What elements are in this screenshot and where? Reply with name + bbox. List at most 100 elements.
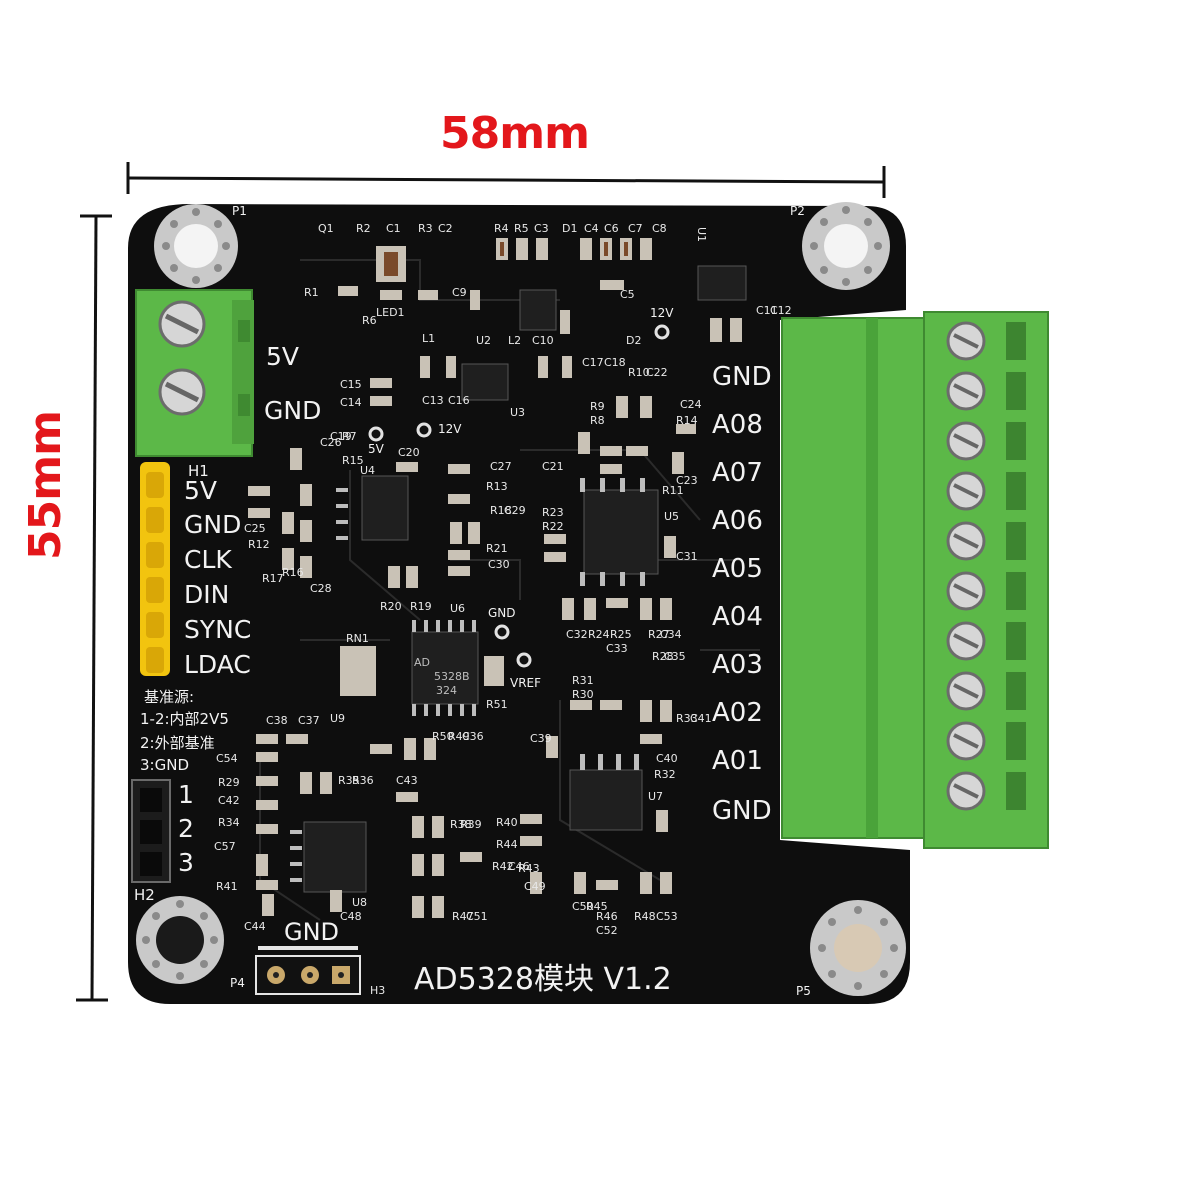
part-ref-c33: C33 xyxy=(606,642,628,655)
part-ref-c18: C18 xyxy=(604,356,626,369)
part-ref-q1: Q1 xyxy=(318,222,334,235)
h1-pin-ldac: LDAC xyxy=(184,650,251,679)
part-ref-c9: C9 xyxy=(452,286,467,299)
part-ref-r10: R10 xyxy=(628,366,650,379)
output-label-a02: A02 xyxy=(712,698,763,728)
part-ref-c53: C53 xyxy=(656,910,678,923)
chip-label-rn1: RN1 xyxy=(346,632,369,645)
part-ref-c35: C35 xyxy=(664,650,686,663)
part-ref-c3: C3 xyxy=(534,222,549,235)
mounting-hole-p2 xyxy=(802,202,890,290)
part-ref-c6: C6 xyxy=(604,222,619,235)
part-ref-r46: R46 xyxy=(596,910,618,923)
part-ref-r38: R38 xyxy=(450,818,472,831)
pcb-board xyxy=(128,204,910,1004)
part-ref-r24: R24 xyxy=(588,628,610,641)
part-ref-r13: R13 xyxy=(486,480,508,493)
part-ref-r47: R47 xyxy=(452,910,474,923)
part-ref-c12: C12 xyxy=(770,304,792,317)
part-ref-c19: C19 xyxy=(330,430,352,443)
part-ref-r41: R41 xyxy=(216,880,238,893)
part-ref-r7: R7 xyxy=(342,430,357,443)
h1-pin-sync: SYNC xyxy=(184,615,252,644)
power-label-gnd: GND xyxy=(264,396,322,425)
part-ref-c31: C31 xyxy=(676,550,698,563)
part-ref-r35: R35 xyxy=(338,774,360,787)
header-h1-name: H1 xyxy=(188,462,209,480)
part-ref-r17: R17 xyxy=(262,572,284,585)
width-dimension-line xyxy=(126,162,886,198)
part-ref-c7: C7 xyxy=(628,222,643,235)
part-ref-c4: C4 xyxy=(584,222,599,235)
part-ref-r19: R19 xyxy=(410,600,432,613)
part-ref-c51: C51 xyxy=(466,910,488,923)
chip-label-u6: U6 xyxy=(450,602,466,615)
part-ref-c40: C40 xyxy=(656,752,678,765)
h2-pin-3: 3 xyxy=(178,848,194,877)
mounting-hole-p5 xyxy=(810,900,906,996)
part-ref-c27: C27 xyxy=(490,460,512,473)
h2-pin-1: 1 xyxy=(178,780,194,809)
part-ref-c10: C10 xyxy=(532,334,554,347)
part-ref-r12: R12 xyxy=(248,538,270,551)
part-ref-c25: C25 xyxy=(244,522,266,535)
pad-p5-label: P5 xyxy=(796,984,811,998)
chip-label-u1: U1 xyxy=(695,226,709,243)
part-ref-r45: R45 xyxy=(586,900,608,913)
part-ref-c36: C36 xyxy=(462,730,484,743)
width-dimension-label: 58mm xyxy=(440,108,590,159)
part-ref-led1: LED1 xyxy=(376,306,405,319)
output-label-a06: A06 xyxy=(712,506,763,536)
part-ref-r27: R27 xyxy=(648,628,670,641)
chip-label-u3: U3 xyxy=(510,406,526,419)
part-ref-c13: C13 xyxy=(422,394,444,407)
pin-header-h2 xyxy=(131,779,171,883)
reference-option-3: 3:GND xyxy=(140,756,189,774)
part-ref-c50: C50 xyxy=(572,900,594,913)
part-ref-c37: C37 xyxy=(298,714,320,727)
part-ref-c16: C16 xyxy=(448,394,470,407)
part-ref-r16: R16 xyxy=(282,566,304,579)
part-ref-c48: C48 xyxy=(340,910,362,923)
chip-label-h3: H3 xyxy=(370,984,386,997)
part-ref-c42: C42 xyxy=(218,794,240,807)
part-ref-c26: C26 xyxy=(320,436,342,449)
part-ref-c52: C52 xyxy=(596,924,618,937)
h2-pin-2: 2 xyxy=(178,814,194,843)
power-label-5v: 5V xyxy=(266,342,300,371)
header-h2-name: H2 xyxy=(134,886,155,904)
output-label-a07: A07 xyxy=(712,458,763,488)
part-ref-c21: C21 xyxy=(542,460,564,473)
part-ref-l1: L1 xyxy=(422,332,436,345)
part-ref-r49: R49 xyxy=(448,730,470,743)
height-dimension-line xyxy=(76,214,112,1002)
part-ref-c23: C23 xyxy=(676,474,698,487)
mounting-hole-p1 xyxy=(154,204,238,288)
part-ref-r43: R43 xyxy=(518,862,540,875)
test-points xyxy=(368,324,670,668)
output-label-a04: A04 xyxy=(712,602,763,632)
part-ref-c32: C32 xyxy=(566,628,588,641)
part-ref-c46: C46 xyxy=(508,860,530,873)
chip-label-u4: U4 xyxy=(360,464,376,477)
part-ref-l2: L2 xyxy=(508,334,522,347)
h1-pin-clk: CLK xyxy=(184,545,232,574)
pad-p1-label: P1 xyxy=(232,204,247,218)
part-ref-r5: R5 xyxy=(514,222,529,235)
part-ref-r1: R1 xyxy=(304,286,319,299)
part-ref-c20: C20 xyxy=(398,446,420,459)
part-ref-r34: R34 xyxy=(218,816,240,829)
part-ref-c14: C14 xyxy=(340,396,362,409)
part-ref-c41: C41 xyxy=(690,712,712,725)
part-ref-c44: C44 xyxy=(244,920,266,933)
part-ref-c54: C54 xyxy=(216,752,238,765)
part-ref-r20: R20 xyxy=(380,600,402,613)
part-ref-r39: R39 xyxy=(460,818,482,831)
part-ref-c22: C22 xyxy=(646,366,668,379)
smd-components xyxy=(248,238,742,918)
board-title: AD5328模块 V1.2 xyxy=(414,962,672,997)
reference-option-2: 2:外部基准 xyxy=(140,734,215,752)
part-ref-r4: R4 xyxy=(494,222,509,235)
h1-pin-gnd: GND xyxy=(184,510,242,539)
